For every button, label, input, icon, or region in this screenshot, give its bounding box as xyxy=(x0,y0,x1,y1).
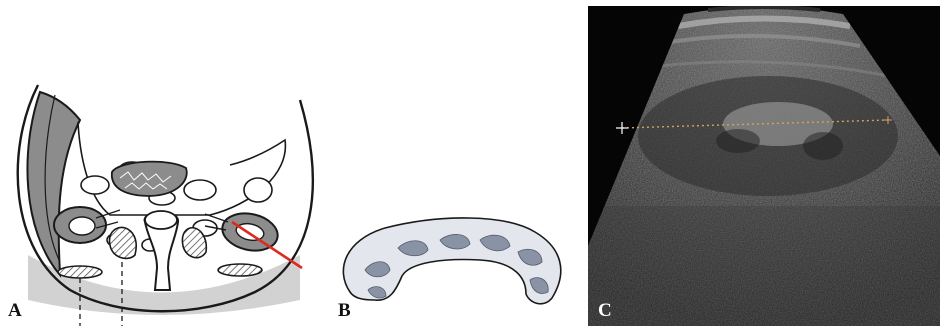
panel-label-c: C xyxy=(598,301,612,320)
panel-c-ultrasound-image xyxy=(588,6,940,326)
paraspinal-muscle xyxy=(58,266,102,278)
kidney-section-drawing xyxy=(330,0,588,326)
panel-b-kidney-section-sketch xyxy=(330,0,588,326)
bowel-loop xyxy=(184,180,216,200)
panel-label-a: A xyxy=(8,301,22,320)
psoas-muscle-left xyxy=(109,227,136,258)
bowel-loop xyxy=(81,176,109,194)
paraspinal-muscle xyxy=(218,264,262,276)
bowel-loop xyxy=(244,178,272,202)
cross-section-drawing xyxy=(0,0,330,326)
panel-label-b: B xyxy=(338,301,351,320)
vertebra-body xyxy=(145,211,177,229)
panel-a-cross-section-sketch xyxy=(0,0,330,326)
left-kidney-sinus xyxy=(69,217,95,235)
ultrasound-scan xyxy=(588,6,940,326)
